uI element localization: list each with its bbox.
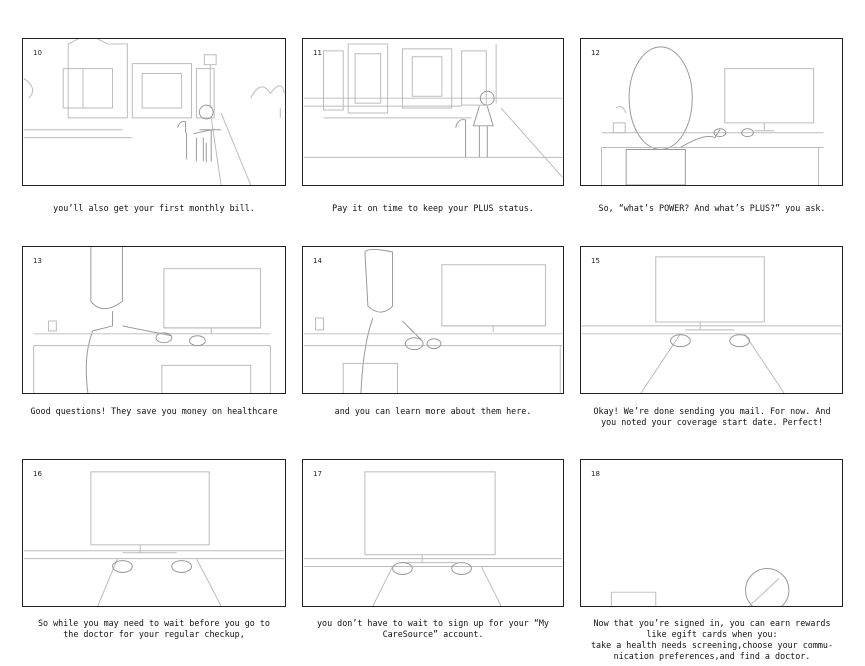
panel-number: 13 [33, 257, 42, 265]
panel-number: 16 [33, 470, 42, 478]
panel-number: 11 [313, 49, 322, 57]
storyboard-panel-12: 12 [580, 38, 843, 186]
storyboard-panel-11: 11 [302, 38, 564, 186]
panel-caption-14: and you can learn more about them here. [334, 406, 532, 416]
panel-number: 12 [591, 49, 600, 57]
panel-number: 18 [591, 470, 600, 478]
sketch-person-desk-18 [610, 568, 790, 606]
panel-number: 14 [313, 257, 322, 265]
panel-caption-16: So while you may need to wait before you… [38, 618, 270, 639]
storyboard-panel-18: 18 [580, 459, 843, 607]
panel-number: 17 [313, 470, 322, 478]
sketch-house-mailbox-11 [303, 43, 563, 178]
storyboard-panel-15: 15 [580, 246, 843, 394]
panel-caption-10: you’ll also get your first monthly bill. [53, 203, 255, 213]
panel-caption-11: Pay it on time to keep your PLUS status. [332, 203, 534, 213]
storyboard-panel-17: 17 [302, 459, 564, 607]
panel-caption-12: So, “what’s POWER? And what’s PLUS?” you… [598, 203, 826, 213]
sketch-monitor-hands-17 [303, 471, 563, 606]
storyboard-panel-13: 13 [22, 246, 286, 394]
storyboard-panel-14: 14 [302, 246, 564, 394]
sketch-monitor-hands-15 [581, 256, 842, 393]
panel-caption-15: Okay! We’re done sending you mail. For n… [593, 406, 831, 427]
panel-number: 15 [591, 257, 600, 265]
panel-number: 10 [33, 49, 42, 57]
sketch-monitor-hands-16 [23, 471, 285, 606]
sketch-desk-scene-14 [303, 248, 563, 393]
panel-caption-17: you don’t have to wait to sign up for yo… [317, 618, 549, 639]
storyboard-panel-10: 10 [22, 38, 286, 186]
storyboard-panel-16: 16 [22, 459, 286, 607]
panel-caption-13: Good questions! They save you money on h… [30, 406, 278, 416]
sketch-desk-scene-12 [601, 46, 824, 185]
sketch-desk-scene-13 [33, 247, 271, 393]
panel-caption-18: Now that you’re signed in, you can earn … [590, 618, 834, 661]
sketch-house-mailbox-10 [23, 39, 285, 185]
